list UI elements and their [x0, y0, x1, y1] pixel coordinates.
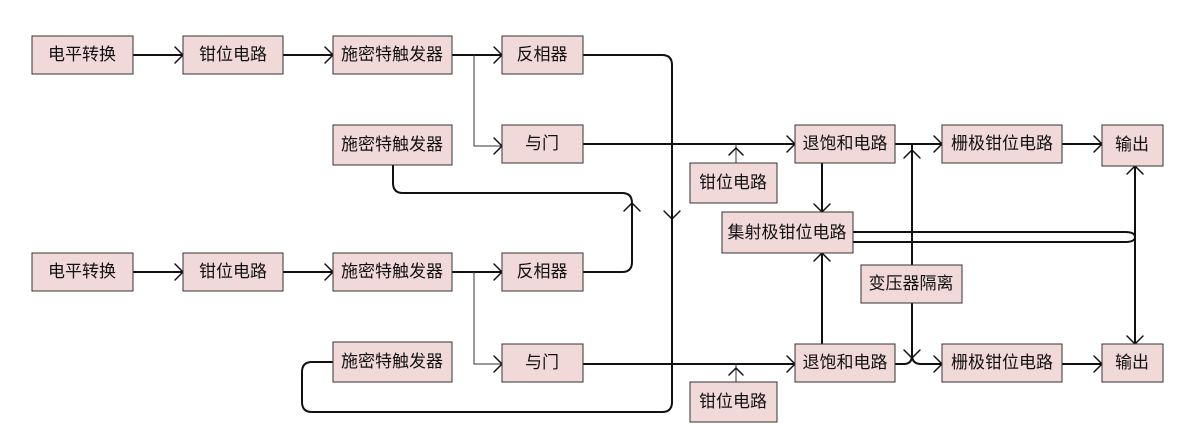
- schmitt-trigger-block-4: 施密特触发器: [332, 341, 453, 383]
- wire-schmitt-2-to-inverter-2: [392, 164, 633, 273]
- schmitt-trigger-block-1: 施密特触发器: [332, 35, 453, 75]
- schmitt-trigger-block-3-label: 施密特触发器: [341, 262, 443, 282]
- arrow-transformer-down: [903, 349, 921, 359]
- clamp-aux-block-2: 钳位电路: [689, 381, 778, 423]
- wire-inverter-1-loop: [301, 54, 673, 413]
- arrow-clamp-aux-2: [728, 367, 744, 376]
- level-shift-block-1: 电平转换: [31, 35, 134, 75]
- arrow-clamp-aux-1: [728, 147, 744, 156]
- output-block-1: 输出: [1101, 124, 1164, 167]
- arrow-loop-up: [623, 202, 641, 212]
- schmitt-trigger-block-3: 施密特触发器: [332, 252, 453, 292]
- desaturation-block-2: 退饱和电路: [794, 343, 896, 383]
- clamp-block-2-label: 钳位电路: [199, 262, 267, 282]
- desaturation-block-2-label: 退饱和电路: [803, 353, 888, 373]
- and-gate-block-2: 与门: [501, 343, 584, 383]
- clamp-block-1-label: 钳位电路: [199, 45, 267, 65]
- inverter-block-2: 反相器: [501, 252, 584, 292]
- schmitt-trigger-block-2: 施密特触发器: [332, 124, 453, 166]
- arrow-transformer-up: [903, 149, 921, 159]
- and-gate-block-1: 与门: [501, 124, 584, 164]
- gate-clamp-block-1: 栅极钳位电路: [941, 124, 1063, 164]
- wire-emitter-clamp-bus: [849, 231, 1136, 243]
- gate-clamp-block-2-label: 栅极钳位电路: [951, 353, 1053, 373]
- schmitt-trigger-block-2-label: 施密特触发器: [341, 135, 443, 155]
- inverter-block-2-label: 反相器: [517, 262, 568, 282]
- schmitt-trigger-block-1-label: 施密特触发器: [341, 45, 443, 65]
- wire-desat-2-to-transformer: [894, 354, 913, 365]
- desaturation-block-1: 退饱和电路: [794, 124, 896, 164]
- level-shift-block-2-label: 电平转换: [48, 262, 116, 282]
- transformer-isolation-block: 变压器隔离: [860, 264, 963, 304]
- wire-desat-1-transformer-gate-clamp-2: [894, 143, 943, 365]
- inverter-block-1: 反相器: [501, 35, 584, 75]
- output-block-1-label: 输出: [1115, 135, 1149, 155]
- output-block-2-label: 输出: [1115, 353, 1149, 373]
- clamp-aux-block-1: 钳位电路: [689, 162, 778, 204]
- output-block-2: 输出: [1101, 343, 1164, 383]
- wire-schmitt-1-to-and-gate-1: [473, 54, 503, 147]
- connection-wires: [132, 54, 1136, 413]
- inverter-block-1-label: 反相器: [517, 45, 568, 65]
- gate-clamp-block-1-label: 栅极钳位电路: [951, 134, 1053, 154]
- clamp-aux-block-1-label: 钳位电路: [699, 173, 767, 193]
- level-shift-block-2: 电平转换: [31, 252, 134, 292]
- emitter-clamp-block-label: 集射极钳位电路: [728, 223, 847, 243]
- clamp-block-2: 钳位电路: [182, 252, 284, 292]
- blocks: 电平转换 钳位电路 施密特触发器 反相器 施密特触发器 与门 钳位电路: [31, 35, 1164, 423]
- transformer-isolation-block-label: 变压器隔离: [869, 274, 954, 294]
- and-gate-block-2-label: 与门: [525, 353, 559, 373]
- clamp-aux-block-2-label: 钳位电路: [699, 392, 767, 412]
- clamp-block-1: 钳位电路: [182, 35, 284, 75]
- desaturation-block-1-label: 退饱和电路: [803, 134, 888, 154]
- emitter-clamp-block: 集射极钳位电路: [721, 211, 854, 254]
- wire-schmitt-3-to-and-gate-2: [473, 271, 503, 365]
- level-shift-block-1-label: 电平转换: [48, 45, 116, 65]
- and-gate-block-1-label: 与门: [525, 134, 559, 154]
- schmitt-trigger-block-4-label: 施密特触发器: [341, 352, 443, 372]
- gate-clamp-block-2: 栅极钳位电路: [941, 343, 1063, 383]
- arrow-loop-down: [663, 210, 681, 220]
- arrowheads: [174, 46, 1144, 376]
